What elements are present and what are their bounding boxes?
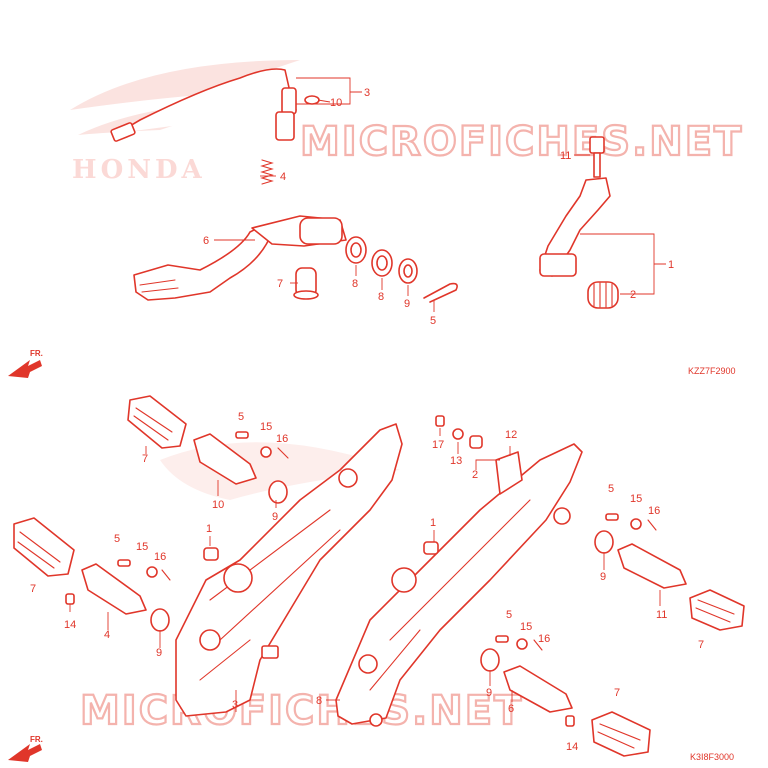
front-right-step-holder <box>503 665 573 713</box>
gearshift-pedal-bolt <box>589 136 605 178</box>
shift-pedal-rubber <box>587 281 619 309</box>
svg-text:4: 4 <box>104 629 110 641</box>
callouts-lower: 7 5 15 16 10 9 17 13 2 12 5 15 16 9 11 7… <box>30 411 704 753</box>
rear-left-step-holder <box>193 433 257 485</box>
rear-brake-pedal <box>133 215 347 301</box>
svg-text:13: 13 <box>450 455 462 467</box>
oil-seal-1 <box>345 236 367 264</box>
svg-text:15: 15 <box>260 421 272 433</box>
svg-text:8: 8 <box>378 291 384 303</box>
left-step-bracket <box>175 423 403 717</box>
diagram-code-upper: KZZ7F2900 <box>688 366 736 376</box>
front-right-footpeg <box>591 711 651 757</box>
svg-text:6: 6 <box>203 235 209 247</box>
front-left-step-holder <box>81 563 147 615</box>
leader-lines <box>69 77 666 712</box>
right-step-bracket <box>335 443 583 727</box>
svg-text:9: 9 <box>486 687 492 699</box>
pin-bolts <box>117 431 619 643</box>
svg-text:2: 2 <box>630 289 636 301</box>
svg-text:1: 1 <box>206 523 212 535</box>
svg-text:11: 11 <box>656 609 667 621</box>
small-bolts-14-17 <box>65 415 575 727</box>
svg-text:9: 9 <box>600 571 606 583</box>
cotter-pin <box>423 282 458 303</box>
svg-text:FR.: FR. <box>30 349 43 358</box>
callouts-upper: 3 10 4 6 7 8 8 9 5 11 1 2 <box>203 87 674 327</box>
rear-right-step-holder <box>617 543 687 589</box>
svg-text:15: 15 <box>630 493 642 505</box>
front-direction-arrow-upper: FR. <box>8 349 43 378</box>
svg-text:4: 4 <box>280 171 286 183</box>
svg-text:7: 7 <box>30 583 36 595</box>
svg-text:1: 1 <box>668 259 674 271</box>
oil-seal-2 <box>371 249 393 277</box>
svg-text:14: 14 <box>566 741 578 753</box>
svg-text:15: 15 <box>136 541 148 553</box>
diagram-code-lower: K3I8F3000 <box>690 752 734 762</box>
spring-clip <box>304 95 320 105</box>
svg-text:7: 7 <box>698 639 704 651</box>
svg-text:12: 12 <box>505 429 517 441</box>
svg-text:9: 9 <box>404 298 410 310</box>
svg-text:16: 16 <box>648 505 660 517</box>
watermark-site-bottom: MICROFICHES.NET <box>80 688 523 734</box>
svg-text:5: 5 <box>608 483 614 495</box>
svg-text:15: 15 <box>520 621 532 633</box>
cotter-pins-16 <box>161 447 657 651</box>
svg-text:2: 2 <box>472 469 478 481</box>
front-left-footpeg <box>13 517 75 577</box>
svg-text:14: 14 <box>64 619 76 631</box>
svg-text:10: 10 <box>212 499 224 511</box>
svg-text:5: 5 <box>114 533 120 545</box>
svg-text:5: 5 <box>430 315 436 327</box>
watermark-brand: HONDA <box>72 155 206 185</box>
step-spacer-washers <box>150 480 614 672</box>
svg-text:7: 7 <box>614 687 620 699</box>
front-direction-arrow-lower: FR. <box>8 735 43 762</box>
svg-text:5: 5 <box>506 609 512 621</box>
washer <box>398 258 418 284</box>
svg-text:7: 7 <box>277 278 283 290</box>
svg-text:17: 17 <box>432 439 444 451</box>
svg-text:11: 11 <box>560 150 571 162</box>
washers-15 <box>146 446 642 650</box>
collar-nuts <box>203 435 483 561</box>
gearshift-pedal <box>539 177 611 277</box>
rear-left-footpeg <box>127 395 187 449</box>
brake-switch-spring <box>260 159 274 185</box>
svg-text:5: 5 <box>238 411 244 423</box>
svg-text:7: 7 <box>142 453 148 465</box>
svg-text:10: 10 <box>330 97 342 109</box>
svg-text:16: 16 <box>538 633 550 645</box>
svg-text:3: 3 <box>232 699 238 711</box>
svg-text:16: 16 <box>276 433 288 445</box>
heat-guard-plate <box>495 451 523 495</box>
pivot-bolt <box>293 267 319 300</box>
brake-switch-cable <box>110 68 297 142</box>
svg-text:8: 8 <box>316 695 322 707</box>
rear-right-footpeg <box>689 589 745 631</box>
svg-text:9: 9 <box>272 511 278 523</box>
svg-text:8: 8 <box>352 278 358 290</box>
svg-text:FR.: FR. <box>30 735 43 744</box>
watermark-site-top: MICROFICHES.NET <box>300 119 743 165</box>
svg-text:6: 6 <box>508 703 514 715</box>
svg-text:9: 9 <box>156 647 162 659</box>
svg-text:3: 3 <box>364 87 370 99</box>
svg-text:1: 1 <box>430 517 436 529</box>
svg-text:16: 16 <box>154 551 166 563</box>
